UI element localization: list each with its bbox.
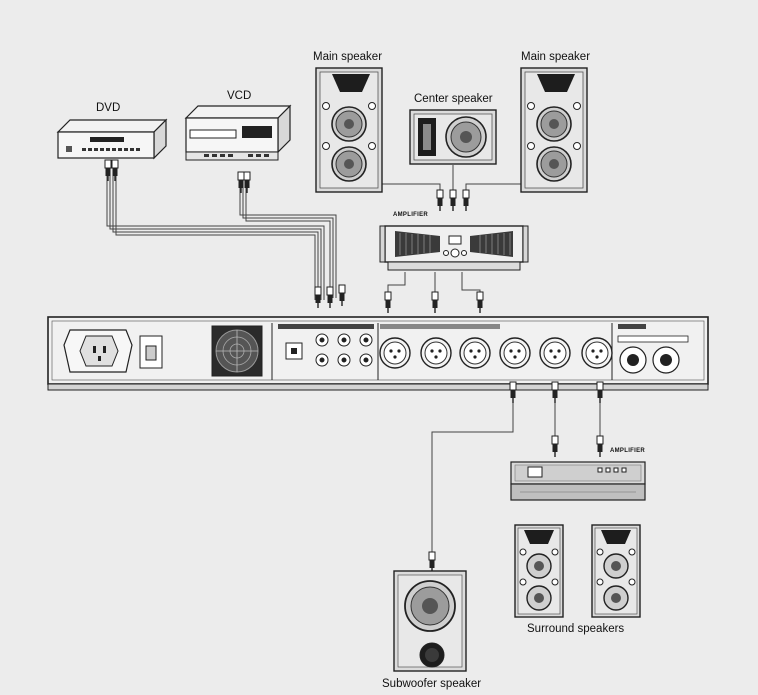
- subwoofer-speaker: [393, 570, 467, 672]
- center-speaker-label: Center speaker: [414, 93, 493, 105]
- main-speaker-left: [315, 67, 383, 193]
- amplifier-bottom-label: AMPLIFIER: [610, 448, 646, 454]
- main-speaker-right-label: Main speaker: [521, 51, 591, 63]
- surround-speaker-right: [591, 524, 641, 618]
- dvd-player: [56, 118, 168, 160]
- processor-input-plugs: [314, 284, 346, 309]
- amplifier-top-plugs: [384, 291, 484, 314]
- center-speaker: [409, 109, 497, 165]
- amplifier-top-label: AMPLIFIER: [393, 212, 429, 218]
- amplifier-top: [379, 225, 529, 271]
- amplifier-bottom-plugs: [551, 435, 604, 458]
- amplifier-bottom: [510, 461, 646, 501]
- subwoofer-plug: [428, 551, 436, 574]
- center-speaker-plugs: [436, 189, 470, 212]
- main-speaker-left-label: Main speaker: [313, 51, 383, 63]
- surround-speakers-label: Surround speakers: [527, 623, 625, 635]
- main-speaker-right: [520, 67, 588, 193]
- av-processor: [47, 316, 709, 391]
- subwoofer-speaker-label: Subwoofer speaker: [382, 678, 482, 690]
- surround-speaker-left: [514, 524, 564, 618]
- vcd-label: VCD: [227, 90, 252, 102]
- dvd-label: DVD: [96, 102, 121, 114]
- vcd-player: [184, 104, 292, 161]
